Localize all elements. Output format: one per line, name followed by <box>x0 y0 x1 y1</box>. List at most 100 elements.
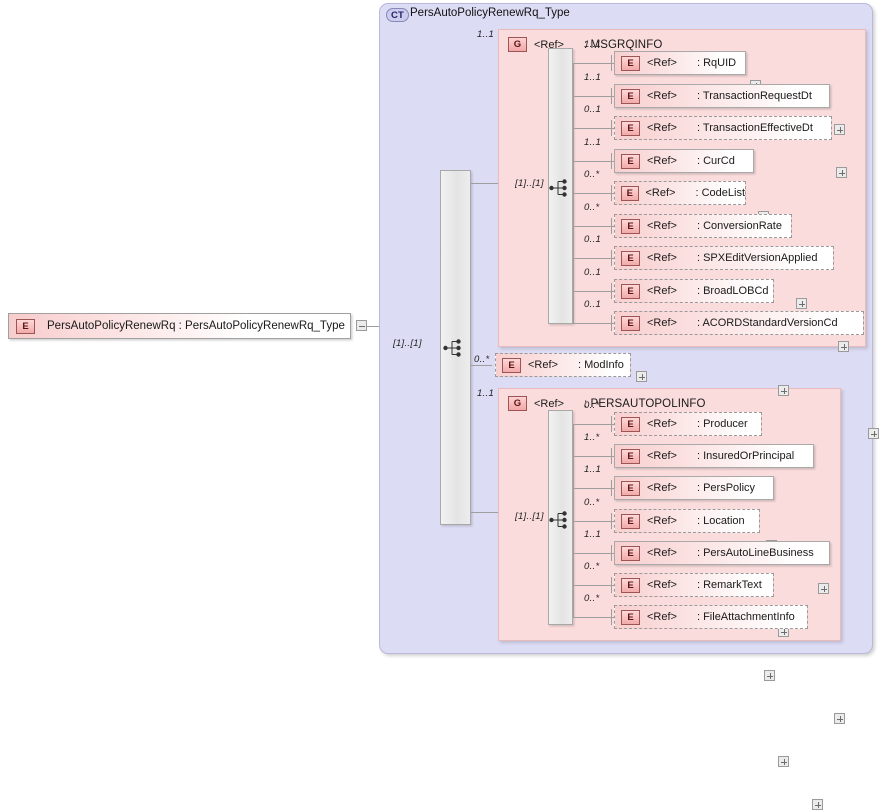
element-ref-label: <Ref> <box>647 122 677 134</box>
schema-diagram-canvas: E PersAutoPolicyRenewRq : PersAutoPolicy… <box>0 3 882 810</box>
element-name: : PersAutoLineBusiness <box>696 547 814 559</box>
element-ref-label: <Ref> <box>647 252 677 264</box>
element-cardinality: 0..* <box>584 169 600 180</box>
group-ref-label: <Ref> <box>534 397 564 410</box>
connector-line <box>573 553 614 554</box>
expander-plus-icon[interactable] <box>868 428 879 439</box>
element-ref-label: <Ref> <box>647 482 677 494</box>
connector-tick <box>611 88 612 104</box>
element-cardinality: 1..1 <box>584 72 602 83</box>
element-ref-box[interactable]: E<Ref>: BroadLOBCd <box>614 279 774 303</box>
connector-tick <box>611 480 612 496</box>
expander-plus-icon[interactable] <box>778 385 789 396</box>
group-badge: G <box>508 396 527 411</box>
element-ref-box[interactable]: E<Ref>: Location <box>614 509 760 533</box>
expander-plus-icon[interactable] <box>818 583 829 594</box>
root-element-box[interactable]: E PersAutoPolicyRenewRq : PersAutoPolicy… <box>8 313 351 339</box>
sequence-compositor-icon <box>549 179 567 197</box>
element-cardinality: 0..1 <box>584 234 602 245</box>
group-msgrqinfo-cardinality: 1..1 <box>477 29 495 40</box>
element-cardinality: 0..1 <box>584 299 602 310</box>
element-ref-box[interactable]: E<Ref>: TransactionRequestDt <box>614 84 830 108</box>
element-ref-box[interactable]: E<Ref>: PersAutoLineBusiness <box>614 541 830 565</box>
element-ref-box[interactable]: E<Ref>: InsuredOrPrincipal <box>614 444 814 468</box>
element-cardinality: 0..* <box>584 497 600 508</box>
element-ref-box[interactable]: E<Ref>: ACORDStandardVersionCd <box>614 311 864 335</box>
element-ref-label: <Ref> <box>645 187 676 199</box>
element-ref-box[interactable]: E<Ref>: CodeList <box>614 181 746 205</box>
element-ref-label: <Ref> <box>647 220 677 232</box>
expander-plus-icon[interactable] <box>636 371 647 382</box>
group-persautopolinfo-cardinality: 1..1 <box>477 388 495 399</box>
element-badge: E <box>621 609 640 625</box>
element-badge: E <box>621 513 640 529</box>
connector-line <box>573 488 614 489</box>
element-name: : Producer <box>696 418 748 430</box>
element-modinfo[interactable]: E <Ref> : ModInfo <box>495 353 631 377</box>
element-name: : ACORDStandardVersionCd <box>696 317 838 329</box>
element-ref-label: <Ref> <box>647 418 677 430</box>
element-cardinality: 1..1 <box>584 137 602 148</box>
element-ref-box[interactable]: E<Ref>: SPXEditVersionApplied <box>614 246 834 270</box>
connector-tick <box>611 153 612 169</box>
element-cardinality: 0..* <box>584 561 600 572</box>
element-cardinality: 0..1 <box>584 267 602 278</box>
connector-line <box>573 161 614 162</box>
persautopolinfo-sequence-bar[interactable] <box>548 410 573 625</box>
connector-line <box>573 258 614 259</box>
element-name: : ConversionRate <box>696 220 782 232</box>
element-ref-label: <Ref> <box>647 317 677 329</box>
expander-plus-icon[interactable] <box>778 756 789 767</box>
element-name: : InsuredOrPrincipal <box>696 450 795 462</box>
connector-seq-to-persautopolinfo <box>471 512 498 513</box>
element-name: : TransactionEffectiveDt <box>696 122 813 134</box>
expander-plus-icon[interactable] <box>764 670 775 681</box>
element-ref-label: <Ref> <box>647 450 677 462</box>
element-ref-box[interactable]: E<Ref>: ConversionRate <box>614 214 792 238</box>
element-ref-box[interactable]: E<Ref>: FileAttachmentInfo <box>614 605 808 629</box>
element-badge: E <box>621 120 640 136</box>
element-badge: E <box>621 545 640 561</box>
element-cardinality: 1..* <box>584 432 600 443</box>
connector-tick <box>611 577 612 593</box>
element-name: : ModInfo <box>577 359 624 371</box>
element-cardinality: 1..1 <box>584 39 602 50</box>
element-ref-box[interactable]: E<Ref>: PersPolicy <box>614 476 774 500</box>
expander-plus-icon[interactable] <box>834 713 845 724</box>
element-ref-box[interactable]: E <Ref> : Producer <box>614 412 762 436</box>
connector-line <box>573 96 614 97</box>
group-persautopolinfo-name: : PERSAUTOPOLINFO <box>583 397 706 410</box>
element-ref-box[interactable]: E<Ref>: RqUID <box>614 51 746 75</box>
element-badge: E <box>621 577 640 593</box>
connector-tick <box>611 250 612 266</box>
expander-plus-icon[interactable] <box>838 341 849 352</box>
element-badge: E <box>621 416 640 432</box>
element-name: : TransactionRequestDt <box>696 90 812 102</box>
element-ref-label: <Ref> <box>528 359 558 371</box>
connector-tick <box>611 218 612 234</box>
expander-plus-icon[interactable] <box>836 167 847 178</box>
connector-tick <box>611 120 612 136</box>
connector-tick <box>611 283 612 299</box>
element-ref-box[interactable]: E <Ref> : TransactionEffectiveDt <box>614 116 832 140</box>
root-expander-minus-icon[interactable] <box>356 320 367 331</box>
element-ref-box[interactable]: E<Ref>: CurCd <box>614 149 754 173</box>
connector-tick <box>611 609 612 625</box>
element-name: : CurCd <box>696 155 735 167</box>
element-ref-box[interactable]: E<Ref>: RemarkText <box>614 573 774 597</box>
connector-line <box>573 424 614 425</box>
expander-plus-icon[interactable] <box>796 298 807 309</box>
connector-tick <box>611 185 612 201</box>
element-name: : FileAttachmentInfo <box>696 611 795 623</box>
expander-plus-icon[interactable] <box>812 799 823 810</box>
element-ref-label: <Ref> <box>647 579 677 591</box>
element-ref-label: <Ref> <box>647 155 677 167</box>
connector-tick <box>611 448 612 464</box>
connector-bus <box>573 63 574 323</box>
expander-plus-icon[interactable] <box>834 124 845 135</box>
element-badge: E <box>621 480 640 496</box>
root-element-label: PersAutoPolicyRenewRq : PersAutoPolicyRe… <box>47 320 345 332</box>
connector-line <box>573 63 614 64</box>
msgrqinfo-sequence-cardinality: [1]..[1] <box>515 178 544 189</box>
